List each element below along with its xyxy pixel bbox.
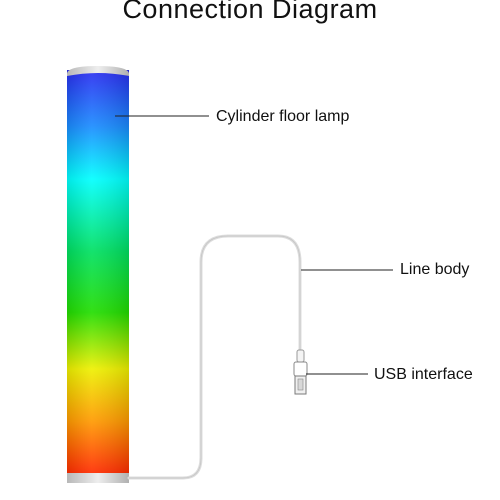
cylinder-lamp xyxy=(67,66,129,483)
lamp-top-cap xyxy=(67,66,129,76)
usb-connector-slot xyxy=(297,378,304,391)
label-line-body: Line body xyxy=(400,261,470,278)
label-usb-interface: USB interface xyxy=(374,366,473,383)
lamp-shading xyxy=(67,70,129,474)
usb-plug-icon xyxy=(293,349,308,395)
usb-plug-body xyxy=(293,361,308,377)
label-cylinder-floor-lamp: Cylinder floor lamp xyxy=(216,108,350,125)
cable-line-body xyxy=(127,234,302,480)
cable-line-outline xyxy=(129,235,301,479)
lamp-bottom-cap xyxy=(67,473,129,483)
diagram-title: Connection Diagram xyxy=(122,0,378,24)
usb-strain-relief xyxy=(296,349,305,363)
